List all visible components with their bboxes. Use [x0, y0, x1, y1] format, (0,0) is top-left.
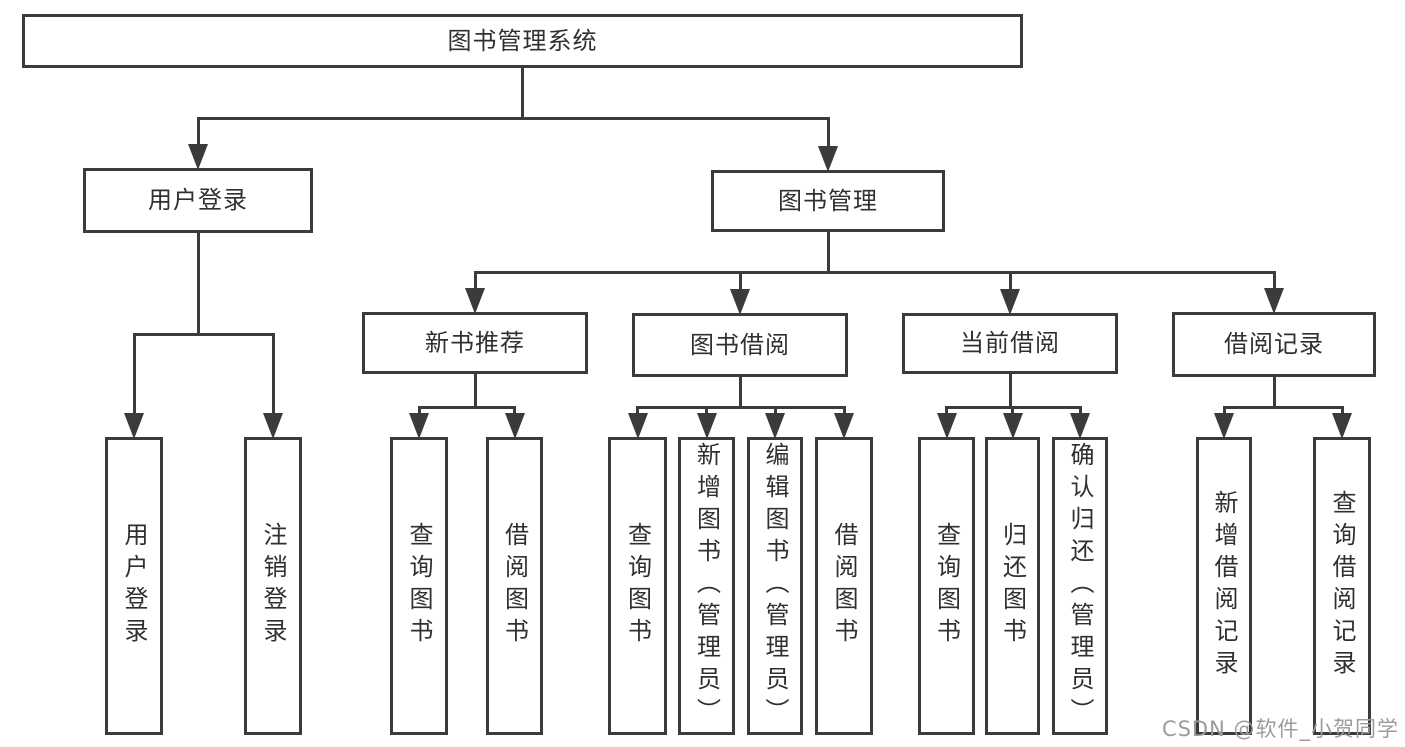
connector-line	[1008, 272, 1012, 295]
arrow-down-icon	[504, 413, 525, 439]
arrow-down-icon	[1002, 413, 1023, 439]
node-leaf-add-book: 新增图书（管理员）	[678, 437, 735, 735]
connector-line	[196, 233, 200, 334]
arrow-down-icon	[188, 144, 208, 170]
node-label: 当前借阅	[960, 329, 1060, 358]
node-label: 查询借阅记录	[1328, 490, 1356, 682]
node-leaf-edit-book: 编辑图书（管理员）	[747, 437, 803, 735]
node-user-login: 用户登录	[83, 168, 313, 233]
node-leaf-return-book: 归还图书	[985, 437, 1040, 735]
node-label: 编辑图书（管理员）	[761, 442, 789, 730]
connector-line	[1272, 272, 1276, 294]
node-leaf-query-book-rec: 查询图书	[390, 437, 448, 735]
node-label: 借阅记录	[1224, 330, 1324, 359]
arrow-down-icon	[834, 413, 854, 439]
node-label: 借阅图书	[500, 522, 529, 650]
node-label: 确认归还（管理员）	[1066, 442, 1094, 730]
node-label: 图书管理系统	[447, 26, 598, 55]
node-leaf-query-borrow-record: 查询借阅记录	[1313, 437, 1371, 735]
node-book-borrow: 图书借阅	[632, 313, 848, 377]
connector-line	[826, 118, 830, 152]
connector-line	[1008, 374, 1012, 407]
connector-line	[738, 272, 742, 295]
node-leaf-borrow-book: 借阅图书	[815, 437, 873, 735]
connector-line	[417, 405, 516, 409]
node-label: 借阅图书	[830, 522, 858, 650]
watermark: CSDN @软件_小贺同学	[1161, 717, 1399, 741]
connector-line	[473, 270, 1276, 274]
node-label: 用户登录	[148, 186, 248, 215]
node-leaf-confirm-return: 确认归还（管理员）	[1052, 437, 1108, 735]
arrow-down-icon	[263, 413, 283, 439]
arrow-down-icon	[409, 413, 429, 439]
node-label: 归还图书	[998, 522, 1027, 650]
arrow-down-icon	[1214, 413, 1234, 439]
arrow-down-icon	[627, 413, 648, 439]
arrow-down-icon	[124, 413, 144, 439]
arrow-down-icon	[936, 413, 957, 439]
node-label: 新增借阅记录	[1210, 490, 1238, 682]
node-leaf-query-book-borrow: 查询图书	[608, 437, 667, 735]
connector-line	[636, 405, 846, 409]
node-leaf-query-book-current: 查询图书	[918, 437, 975, 735]
node-root: 图书管理系统	[22, 14, 1023, 68]
arrow-down-icon	[730, 289, 750, 315]
node-leaf-borrow-book-rec: 借阅图书	[486, 437, 543, 735]
node-leaf-add-borrow-record: 新增借阅记录	[1196, 437, 1252, 735]
node-borrow-records: 借阅记录	[1172, 312, 1376, 377]
node-label: 用户登录	[120, 522, 148, 650]
arrow-down-icon	[696, 413, 717, 439]
connector-line	[196, 116, 830, 120]
connector-line	[271, 334, 275, 419]
arrow-down-icon	[765, 413, 785, 439]
arrow-down-icon	[465, 288, 485, 314]
connector-line	[826, 232, 830, 272]
node-label: 查询图书	[623, 522, 652, 650]
connector-line	[473, 374, 477, 407]
arrow-down-icon	[1070, 413, 1090, 439]
node-new-book-rec: 新书推荐	[362, 312, 588, 374]
connector-line	[521, 68, 524, 118]
arrow-down-icon	[1000, 289, 1020, 315]
node-book-mgmt: 图书管理	[711, 170, 945, 232]
node-label: 查询图书	[405, 522, 433, 650]
connector-line	[1222, 405, 1344, 409]
connector-line	[1272, 377, 1276, 407]
node-label: 新增图书（管理员）	[692, 442, 721, 730]
node-label: 查询图书	[932, 522, 961, 650]
node-label: 图书借阅	[690, 330, 790, 359]
node-leaf-logout: 注销登录	[244, 437, 302, 735]
connector-line	[196, 118, 200, 150]
connector-line	[473, 272, 477, 294]
node-label: 图书管理	[778, 186, 878, 215]
arrow-down-icon	[1332, 413, 1352, 439]
arrow-down-icon	[818, 146, 838, 172]
node-leaf-user-login: 用户登录	[105, 437, 163, 735]
arrow-down-icon	[1264, 288, 1284, 314]
node-current-borrow: 当前借阅	[902, 313, 1118, 374]
connector-line	[132, 334, 136, 419]
connector-line	[738, 377, 742, 407]
node-label: 新书推荐	[425, 328, 525, 357]
node-label: 注销登录	[259, 522, 287, 650]
connector-line	[132, 332, 275, 336]
